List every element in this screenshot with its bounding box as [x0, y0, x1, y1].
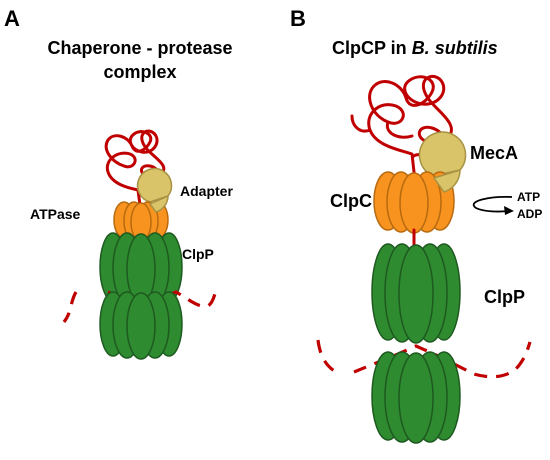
- panel-a-title-line1: Chaperone - protease: [47, 38, 232, 58]
- panel-a-adapter: [136, 167, 173, 203]
- panel-a-letter: A: [4, 6, 20, 31]
- panel-b-clpp-top-ring: [371, 243, 461, 344]
- panel-b-adp-label: ADP: [517, 207, 542, 221]
- panel-a-clpp-label: ClpP: [182, 246, 214, 262]
- panel-b-clpc-label: ClpC: [330, 191, 372, 211]
- panel-b-title: ClpCP in B. subtilis: [332, 38, 498, 58]
- panel-b-translocating-chain: [316, 339, 532, 379]
- panel-b-arrowhead: [504, 206, 514, 215]
- panel-b-meca-label: MecA: [470, 143, 518, 163]
- panel-b-meca-adapter: [418, 131, 467, 177]
- panel-a-adapter-front: [148, 194, 169, 213]
- panel-b-title-organism: B. subtilis: [412, 38, 498, 58]
- panel-b-atp-hydrolysis-arrow: [472, 195, 513, 213]
- panel-a-translocating-chain: [62, 290, 218, 323]
- panel-a-substrate-polypeptide: [104, 129, 166, 207]
- panel-a-clpp-top-ring: [99, 232, 183, 305]
- panel-b-title-prefix: ClpCP in: [332, 38, 412, 58]
- panel-a-title-line2: complex: [103, 62, 176, 82]
- panel-b-clpp-label: ClpP: [484, 287, 525, 307]
- panel-b-meca-front: [432, 168, 461, 193]
- panel-b-atp-label: ATP: [517, 190, 540, 204]
- panel-a-clpp-bottom-ring: [99, 291, 183, 360]
- panel-a-atpase-label: ATPase: [30, 206, 81, 222]
- panel-b-substrate-polypeptide: [350, 74, 453, 174]
- panel-a-adapter-label: Adapter: [180, 183, 233, 199]
- panel-b-clpc-atpase: [373, 171, 455, 234]
- panel-b-letter: B: [290, 6, 306, 31]
- panel-b-clpp-bottom-ring: [371, 351, 461, 444]
